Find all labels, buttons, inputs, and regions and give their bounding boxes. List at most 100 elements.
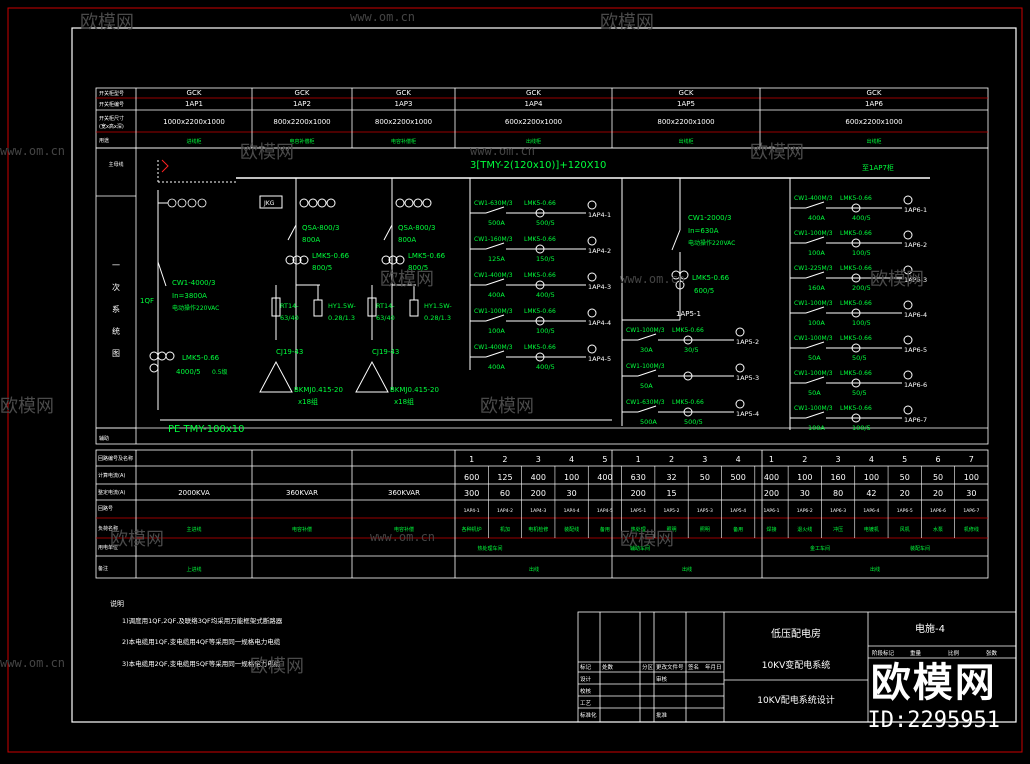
svg-text:CW1-100M/3: CW1-100M/3: [794, 370, 833, 377]
load-name: 机加: [500, 526, 510, 533]
circuit-id: 1AP6-3: [830, 508, 846, 514]
load-name: 水泵: [933, 526, 943, 533]
pe-bus-label: PE TMY-100x10: [168, 424, 245, 435]
svg-text:100/5: 100/5: [536, 327, 555, 335]
svg-text:400A: 400A: [488, 291, 505, 299]
svg-text:800A: 800A: [398, 236, 416, 244]
unit-name: 电容补偿: [394, 526, 414, 533]
svg-text:HY1.5W-: HY1.5W-: [424, 302, 452, 310]
circuit-id: 1AP5-3: [697, 508, 713, 514]
panel-use: 出线柜: [526, 138, 541, 145]
label-main-bus: 主母线: [108, 161, 123, 168]
svg-text:1AP6-4: 1AP6-4: [904, 311, 927, 319]
meter-icon: [317, 198, 327, 208]
load-name: 备用: [600, 526, 610, 533]
remark: 出线: [682, 566, 692, 573]
main-bus-label: 3[TMY-2(120x10)]+120X10: [470, 160, 606, 171]
incoming-qf: 1QF: [140, 297, 154, 305]
ct-icon: [535, 208, 545, 218]
svg-text:0.28/1.3: 0.28/1.3: [328, 314, 355, 322]
ct-icon: [683, 371, 693, 381]
svg-text:500A: 500A: [640, 418, 657, 426]
watermark-site: www.om.cn: [0, 144, 66, 158]
title-block-grid: [577, 611, 1017, 723]
svg-text:1AP5-4: 1AP5-4: [736, 410, 759, 418]
circuit-number: 3: [536, 455, 541, 464]
unit-name: 电容补偿: [292, 526, 312, 533]
tb-col-label: 张数: [986, 649, 998, 657]
ct-icon: [851, 378, 861, 388]
breaker-symbol: [637, 333, 657, 341]
panel-use: 出线柜: [866, 138, 881, 145]
unit-name: 主进线: [186, 526, 201, 533]
circuit-number: 4: [569, 455, 574, 464]
calc-current: 50: [900, 473, 910, 482]
meter-icon: [326, 198, 336, 208]
svg-text:BKMJ0.415-20: BKMJ0.415-20: [294, 386, 343, 394]
tb-header: 更改文件号: [656, 663, 684, 671]
svg-text:50/5: 50/5: [852, 389, 867, 397]
bottom-row-label: 整定电流(A): [98, 489, 125, 496]
tb-row-label: 校核: [580, 687, 592, 695]
ammeter-icon: [903, 300, 913, 310]
svg-text:LMK5-0.66: LMK5-0.66: [672, 399, 704, 406]
svg-text:CW1-100M/3: CW1-100M/3: [794, 300, 833, 307]
circuit-number: 2: [502, 455, 507, 464]
svg-text:QSA-800/3: QSA-800/3: [398, 224, 435, 232]
svg-text:500/5: 500/5: [684, 418, 703, 426]
svg-text:400/5: 400/5: [852, 214, 871, 222]
breaker-symbol: [485, 242, 505, 250]
svg-text:50A: 50A: [640, 382, 653, 390]
label-aux: 辅助: [99, 435, 109, 442]
svg-text:1AP6-7: 1AP6-7: [904, 416, 927, 424]
load-name: 电机检修: [528, 526, 548, 533]
tb-row-label: 设计: [580, 675, 592, 683]
ct-icon: [851, 343, 861, 353]
breaker-symbol: [805, 341, 825, 349]
watermark-logo: 欧模网: [600, 12, 654, 33]
svg-text:CW1-225M/3: CW1-225M/3: [794, 265, 833, 272]
calc-current: 160: [830, 473, 845, 482]
svg-text:RT14-: RT14-: [280, 302, 299, 310]
load-name: 各种机炉: [462, 526, 482, 533]
ammeter-icon: [903, 405, 913, 415]
svg-text:500/5: 500/5: [536, 219, 555, 227]
switch-symbol: [383, 224, 393, 241]
svg-text:1AP5-2: 1AP5-2: [736, 338, 759, 346]
svg-text:100/5: 100/5: [852, 424, 871, 432]
circuit-number: 7: [969, 455, 974, 464]
jkg-controller: [259, 195, 283, 209]
watermark-site: www.om.cn: [370, 530, 436, 544]
breaker-symbol: [485, 278, 505, 286]
circuit-id: 1AP4-5: [597, 508, 613, 514]
brand-id: ID:2295951: [867, 708, 1000, 733]
inner-frame: [71, 27, 1017, 723]
svg-text:400A: 400A: [488, 363, 505, 371]
arrester-icon: [313, 299, 323, 317]
circuit-id: 1AP6-6: [930, 508, 946, 514]
panel-size: 600x2200x1000: [845, 118, 902, 126]
svg-text:CW1-100M/3: CW1-100M/3: [794, 405, 833, 412]
system-label-char: 系: [112, 304, 120, 314]
panel-size: 800x2200x1000: [375, 118, 432, 126]
panel-model: GCK: [679, 89, 694, 97]
ammeter-icon: [587, 344, 597, 354]
ct-icon: [851, 273, 861, 283]
calc-current: 400: [531, 473, 546, 482]
title-design: 10KV配电系统设计: [757, 694, 835, 706]
svg-text:BKMJ0.415-20: BKMJ0.415-20: [390, 386, 439, 394]
bottom-row-label: 计算电流(A): [98, 472, 125, 479]
svg-text:LMK5-0.66: LMK5-0.66: [312, 252, 350, 260]
load-name: 电镀机: [864, 526, 879, 533]
capacitor-panels: QSA-800/3800ALMK5-0.66800/5RT14-63/40HY1…: [259, 178, 452, 406]
ct-icon: [683, 407, 693, 417]
capacitor-bank-icon: [259, 360, 293, 393]
note-1: 1)调度用1QF,2QF,及联络3QF均采用万能框架式断路器: [122, 616, 283, 625]
tb-col-label: 阶段标记: [872, 649, 895, 657]
ct-symbol-incoming: [149, 351, 175, 373]
svg-text:500A: 500A: [488, 219, 505, 227]
svg-text:LMK5-0.66: LMK5-0.66: [524, 200, 556, 207]
